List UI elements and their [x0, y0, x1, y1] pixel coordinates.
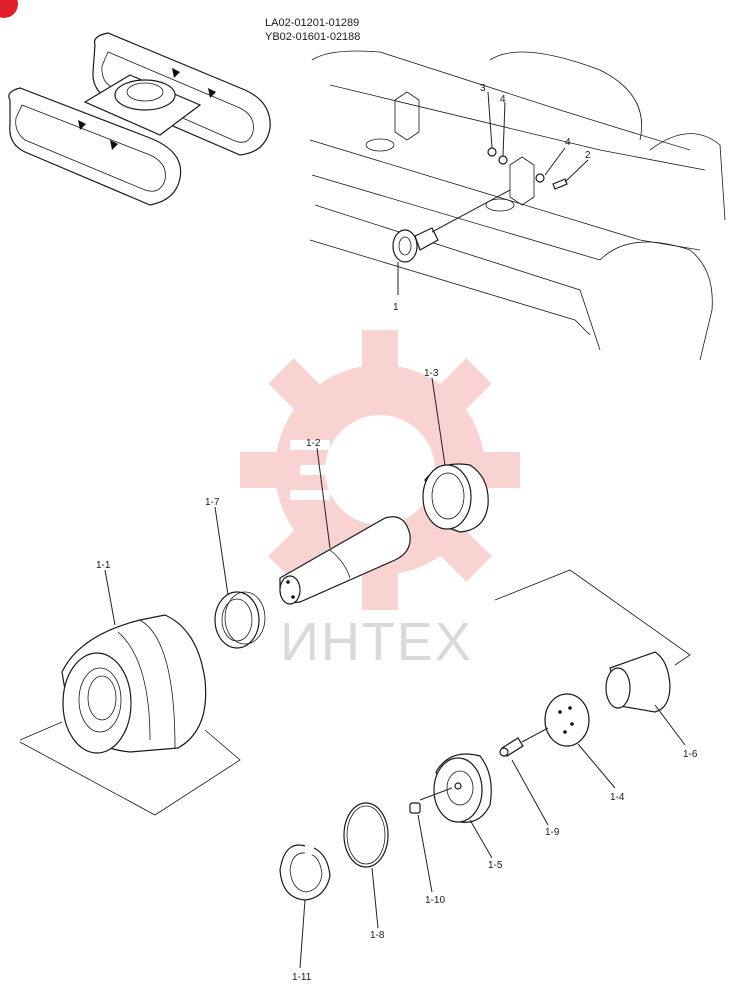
- part-1-9-bolt: [499, 737, 524, 757]
- callout-1-1: 1-1: [96, 560, 111, 571]
- callout-1-8: 1-8: [370, 930, 385, 941]
- part-1-3-bushing: [422, 463, 489, 533]
- callout-2: 2: [585, 150, 591, 161]
- callout-1: 1: [393, 302, 399, 313]
- callout-1-4: 1-4: [610, 792, 625, 803]
- callout-4: 4: [500, 94, 506, 105]
- part-1-6-sleeve: [494, 569, 691, 713]
- part-1-1-roller: [19, 614, 241, 816]
- leader-lines: [104, 377, 686, 969]
- callout-1-3: 1-3: [424, 368, 439, 379]
- part-1-4-cover: [521, 693, 590, 747]
- callout-1-10: 1-10: [425, 895, 445, 906]
- part-1-7-seal: [214, 591, 266, 649]
- part-1-11-snap-ring: [279, 844, 331, 901]
- part-1-8-o-ring: [343, 802, 389, 868]
- callout-1-6: 1-6: [683, 749, 698, 760]
- part-1-10-plug: [409, 802, 421, 814]
- callout-1-11: 1-11: [292, 972, 312, 983]
- callout-1-5: 1-5: [488, 860, 503, 871]
- callout-1-9: 1-9: [545, 827, 560, 838]
- callout-4: 4: [565, 137, 571, 148]
- part-1-5-collar: [419, 753, 492, 823]
- watermark-gear-icon: [240, 330, 520, 610]
- corner-badge: [0, 0, 18, 18]
- serial-line-1: LA02-01201-01289: [265, 17, 359, 29]
- part-1-2-shaft: [279, 516, 411, 605]
- watermark-text: ИНТЕХ: [280, 612, 473, 672]
- callout-1-7: 1-7: [205, 497, 220, 508]
- serial-line-2: YB02-01601-02188: [265, 31, 360, 43]
- frame-assembly: [309, 50, 726, 361]
- undercarriage-overview: [8, 32, 271, 206]
- callout-1-2: 1-2: [306, 438, 321, 449]
- callout-3: 3: [480, 83, 486, 94]
